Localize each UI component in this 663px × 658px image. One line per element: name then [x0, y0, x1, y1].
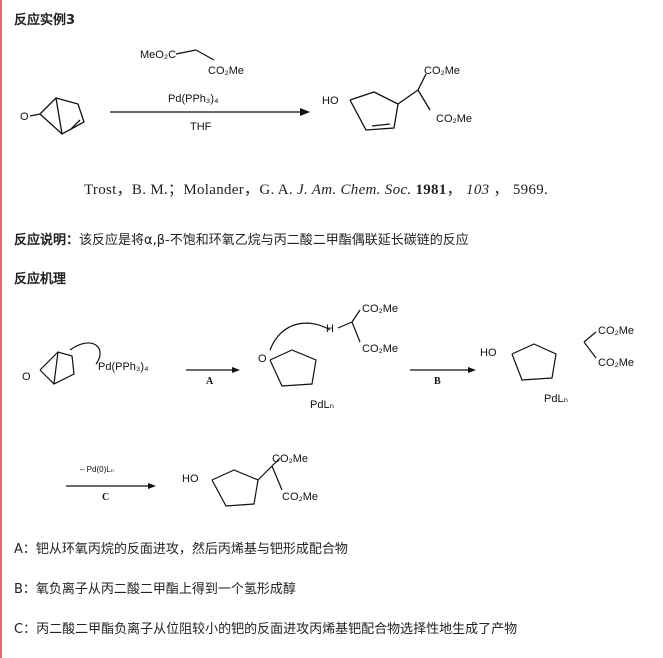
note-b: B：氧负离子从丙二酸二甲酯上得到一个氢形成醇	[14, 582, 296, 597]
note-c: C：丙二酸二甲酯负离子从位阻较小的钯的反面进攻丙烯基钯配合物选择性地生成了产物	[14, 622, 518, 637]
mechanism-species-1	[39, 342, 101, 385]
epoxide-structure	[29, 97, 85, 135]
solvent-label: THF	[190, 121, 212, 133]
final-co2me-top: CO₂Me	[272, 453, 308, 465]
mechanism-species-3	[511, 331, 597, 381]
svg-text:O: O	[258, 353, 267, 365]
note-a: A：钯从环氧丙烷的反面进攻，然后丙烯基与钯形成配合物	[14, 542, 348, 557]
citation-pages: 5969.	[512, 182, 549, 198]
malonate-top-label: MeO₂C	[140, 49, 176, 61]
catalyst-label: Pd(PPh₃)₄	[168, 93, 219, 105]
mechanism-species-2	[269, 309, 361, 387]
product-co2me-top: CO₂Me	[424, 65, 460, 77]
final-co2me-bottom: CO₂Me	[282, 491, 318, 503]
final-product	[211, 457, 283, 507]
mech2-co2me-top: CO₂Me	[362, 303, 398, 315]
mechanism-scheme: O Pd(PPh₃)₄ A O H CO₂Me CO₂Me PdLₙ B HO …	[22, 303, 634, 507]
mech2-co2me-bottom: CO₂Me	[362, 343, 398, 355]
mechanism-heading: 反应机理	[14, 272, 67, 287]
epoxide-oxygen: O	[20, 111, 29, 123]
mech3-co2me-top: CO₂Me	[598, 325, 634, 337]
product-ho: HO	[322, 95, 339, 107]
product-structure	[349, 73, 431, 131]
mech-pd-reagent: Pd(PPh₃)₄	[98, 361, 149, 373]
svg-text:O: O	[22, 371, 31, 383]
final-ho: HO	[182, 473, 199, 485]
mech3-co2me-bottom: CO₂Me	[598, 357, 634, 369]
citation-year: 1981	[415, 182, 447, 198]
mech-h: H	[326, 323, 334, 335]
explanation: 反应说明：该反应是将α,β-不饱和环氧乙烷与丙二酸二甲酯偶联延长碳链的反应	[14, 229, 469, 248]
citation-journal: J. Am. Chem. Soc.	[297, 182, 412, 198]
citation: Trost，B. M.；Molander，G. A. J. Am. Chem. …	[84, 182, 549, 198]
mech2-pdl: PdLₙ	[310, 399, 334, 411]
step-c-label: C	[102, 492, 109, 503]
mech3-ho: HO	[480, 347, 497, 359]
release-label: – Pd(0)Lₙ	[80, 465, 114, 474]
example-heading: 反应实例3	[14, 13, 76, 28]
explanation-label: 反应说明：	[14, 233, 80, 248]
malonate-structure	[175, 49, 215, 61]
mech3-pdl: PdLₙ	[544, 393, 568, 405]
step-a-label: A	[206, 376, 214, 387]
citation-authors: Trost，B. M.；Molander，G. A.	[84, 182, 293, 198]
explanation-text: 该反应是将α,β-不饱和环氧乙烷与丙二酸二甲酯偶联延长碳链的反应	[79, 233, 469, 248]
product-co2me-bottom: CO₂Me	[436, 113, 472, 125]
citation-volume: 103	[466, 182, 490, 198]
malonate-bottom-label: CO₂Me	[208, 65, 244, 77]
step-b-label: B	[434, 376, 441, 387]
reaction-scheme: O MeO₂C CO₂Me Pd(PPh₃)₄ THF HO CO₂Me CO₂…	[20, 49, 472, 135]
left-accent-rule	[0, 0, 2, 658]
